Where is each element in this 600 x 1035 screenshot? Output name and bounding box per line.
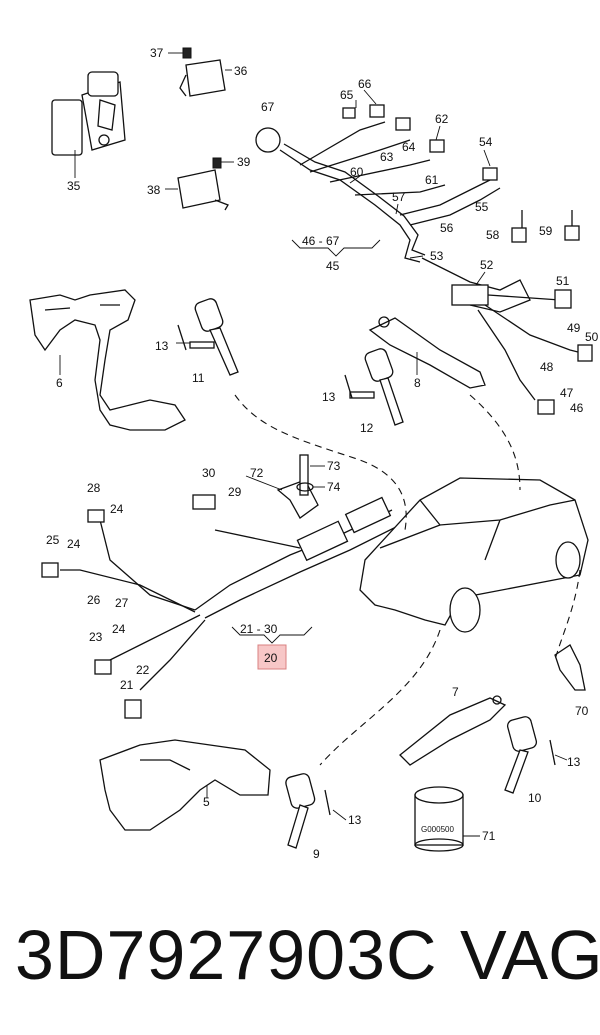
callout-35: 35 (67, 179, 81, 193)
callout-21-30: 21 - 30 (240, 622, 278, 636)
callout-24-b: 24 (67, 537, 81, 551)
callout-36: 36 (234, 64, 248, 78)
callout-24-c: 24 (112, 622, 126, 636)
callout-46-67: 46 - 67 (302, 234, 340, 248)
callout-47: 47 (560, 386, 574, 400)
callout-52: 52 (480, 258, 494, 272)
callout-66: 66 (358, 77, 372, 91)
callout-5: 5 (203, 795, 210, 809)
callout-62: 62 (435, 112, 449, 126)
lever-part-8 (368, 316, 486, 389)
highlight-box-20 (257, 644, 287, 670)
speed-sensor-part-12 (344, 348, 404, 426)
callout-55: 55 (475, 200, 489, 214)
callout-73: 73 (327, 459, 341, 473)
callout-63: 63 (380, 150, 394, 164)
vehicle-outline (359, 477, 589, 633)
dashed-arrow-right (469, 394, 521, 491)
dashed-arrow-lower (319, 629, 441, 766)
callout-10: 10 (528, 791, 542, 805)
callout-72: 72 (250, 466, 264, 480)
callout-21: 21 (120, 678, 134, 692)
group-bracket-20 (231, 626, 313, 644)
part-number: 3D7927903C (15, 916, 438, 994)
bracket-part-70 (554, 644, 586, 691)
grease-can-part-71: G000500 (414, 786, 464, 852)
callout-49: 49 (567, 321, 581, 335)
callout-48: 48 (540, 360, 554, 374)
speed-sensor-part-9 (285, 773, 331, 849)
sensor-part-36 (168, 47, 232, 97)
callout-9: 9 (313, 847, 320, 861)
speed-sensor-part-11 (176, 298, 239, 376)
callout-12: 12 (360, 421, 374, 435)
group-bracket-45 (291, 239, 381, 257)
callout-11: 11 (192, 371, 205, 385)
callout-22: 22 (136, 663, 150, 677)
sensor-part-38 (165, 157, 234, 211)
callout-27: 27 (115, 596, 129, 610)
callout-67: 67 (261, 100, 275, 114)
callout-26: 26 (87, 593, 101, 607)
callout-13-c: 13 (567, 755, 581, 769)
callout-23: 23 (89, 630, 103, 644)
callout-74: 74 (327, 480, 341, 494)
callout-57: 57 (392, 190, 406, 204)
callout-38: 38 (147, 183, 161, 197)
callout-28: 28 (87, 481, 101, 495)
dashed-arrow-upper (234, 394, 407, 531)
callout-37: 37 (150, 46, 164, 60)
callout-8: 8 (414, 376, 421, 390)
callout-54: 54 (479, 135, 493, 149)
bracket-part-72 (276, 454, 319, 519)
lever-part-7 (399, 695, 507, 766)
abs-unit-part-35 (51, 71, 126, 178)
callout-6: 6 (56, 376, 63, 390)
callout-59: 59 (539, 224, 553, 238)
brand-name: VAG (460, 916, 600, 994)
wiring-harness-part-20 (41, 494, 401, 719)
callout-39: 39 (237, 155, 251, 169)
parts-diagram: G000500 37 36 35 39 38 67 65 66 62 64 63… (29, 46, 599, 861)
callout-45: 45 (326, 259, 340, 273)
callout-46: 46 (570, 401, 584, 415)
callout-51: 51 (556, 274, 570, 288)
callout-13-a: 13 (155, 339, 169, 353)
callout-60: 60 (350, 165, 364, 179)
callout-20: 20 (264, 651, 278, 665)
callout-61: 61 (425, 173, 439, 187)
callout-13-d: 13 (348, 813, 362, 827)
callout-70: 70 (575, 704, 589, 718)
dashed-arrow-right-lower (554, 569, 581, 661)
bracket-part-6 (29, 289, 186, 431)
callout-65: 65 (340, 88, 354, 102)
callout-50: 50 (585, 330, 599, 344)
callout-56: 56 (440, 221, 454, 235)
callout-58: 58 (486, 228, 500, 242)
bracket-part-5 (99, 739, 271, 831)
callout-7: 7 (452, 685, 459, 699)
callout-53: 53 (430, 249, 444, 263)
callout-71: 71 (482, 829, 496, 843)
speed-sensor-part-10 (504, 716, 556, 794)
callout-64: 64 (402, 140, 416, 154)
callout-13-b: 13 (322, 390, 336, 404)
callout-25: 25 (46, 533, 60, 547)
callout-29: 29 (228, 485, 242, 499)
can-label: G000500 (421, 825, 454, 834)
callout-24-a: 24 (110, 502, 124, 516)
callout-30: 30 (202, 466, 216, 480)
